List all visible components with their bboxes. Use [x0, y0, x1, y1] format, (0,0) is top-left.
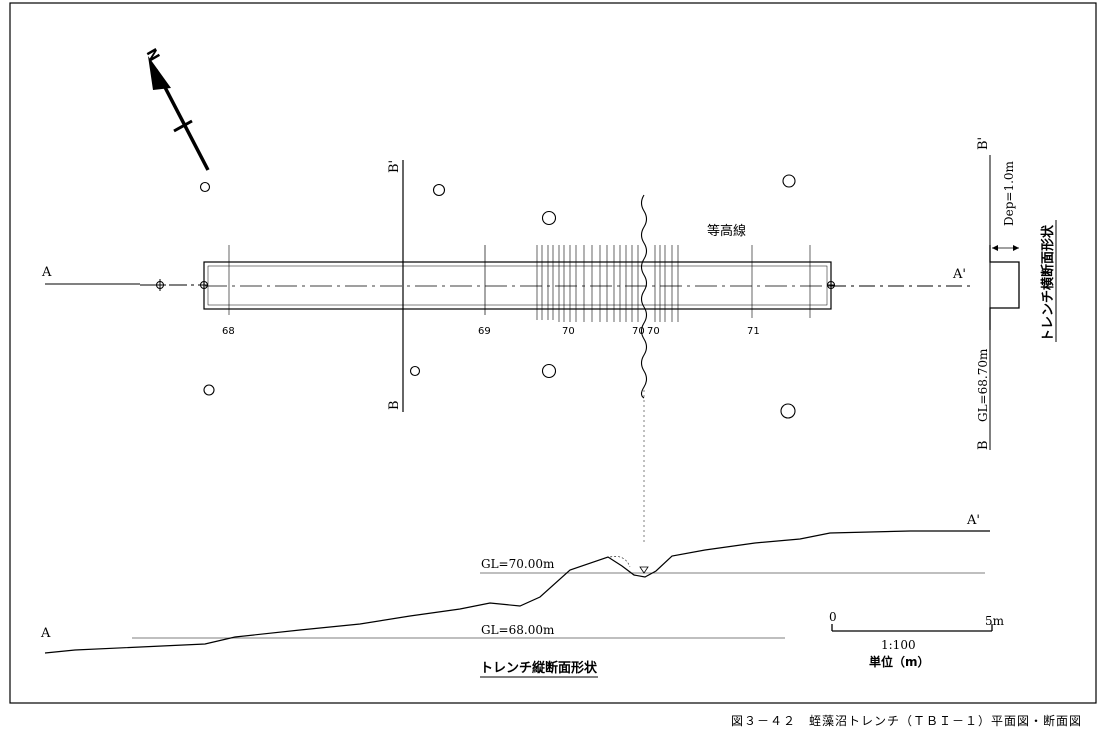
contour-label-71: 71 [747, 326, 760, 337]
plan-label-a-prime: A' [952, 267, 966, 282]
boring-point-icons [199, 174, 796, 419]
scale-bar [831, 624, 993, 632]
depth-label: Dep=1.0m [1002, 160, 1016, 226]
cross-section-title: トレンチ横断面形状 [1040, 224, 1056, 342]
long-label-a: A [40, 626, 51, 641]
contour-label-68: 68 [222, 326, 235, 337]
fault-wavy-line [640, 194, 648, 399]
gl-70-label: GL=70.00m [481, 557, 555, 571]
water-level-icon [639, 566, 649, 574]
plan-label-b: B [387, 400, 402, 410]
section-line-a [45, 283, 970, 287]
contour-label-70: 70 [647, 326, 660, 337]
scale-min-label: 0 [829, 610, 837, 624]
contour-label-69: 69 [478, 326, 491, 337]
scale-max-label: 5m [985, 614, 1005, 628]
plan-label-a: A [41, 265, 52, 280]
contour-lines [228, 245, 811, 322]
cross-label-b: B [976, 440, 991, 450]
ground-profile-line [44, 530, 990, 654]
dimension-arrow-icon [1013, 245, 1019, 251]
north-arrow-icon: N [143, 46, 210, 171]
scale-unit-label: 単位（m） [869, 654, 930, 669]
cross-section-profile [989, 245, 1020, 330]
scale-ratio-label: 1:100 [881, 638, 916, 652]
plan-label-b-prime: B' [387, 160, 402, 173]
trench-bottom-dashed [609, 556, 631, 568]
long-section-title: トレンチ縦断面形状 [480, 660, 598, 676]
trench-outline [203, 261, 832, 310]
contour-label-70: 70 [562, 326, 575, 337]
figure-caption: 図３－４２ 蛭藻沼トレンチ（ＴＢＩ－１）平面図・断面図 [730, 714, 1082, 728]
long-label-a-prime: A' [966, 513, 980, 528]
dimension-arrow-icon [992, 245, 998, 251]
cross-label-b-prime: B' [976, 137, 991, 150]
cross-ground-level-label: GL=68.70m [976, 348, 990, 422]
contour-label-70: 70 [632, 326, 645, 337]
north-label: N [143, 46, 163, 64]
drawing-frame [9, 2, 1097, 704]
benchmark-marker-icon [154, 279, 166, 291]
trench-inner-outline [207, 265, 828, 306]
contour-legend-label: 等高線 [707, 223, 746, 239]
gl-68-label: GL=68.00m [481, 623, 555, 637]
